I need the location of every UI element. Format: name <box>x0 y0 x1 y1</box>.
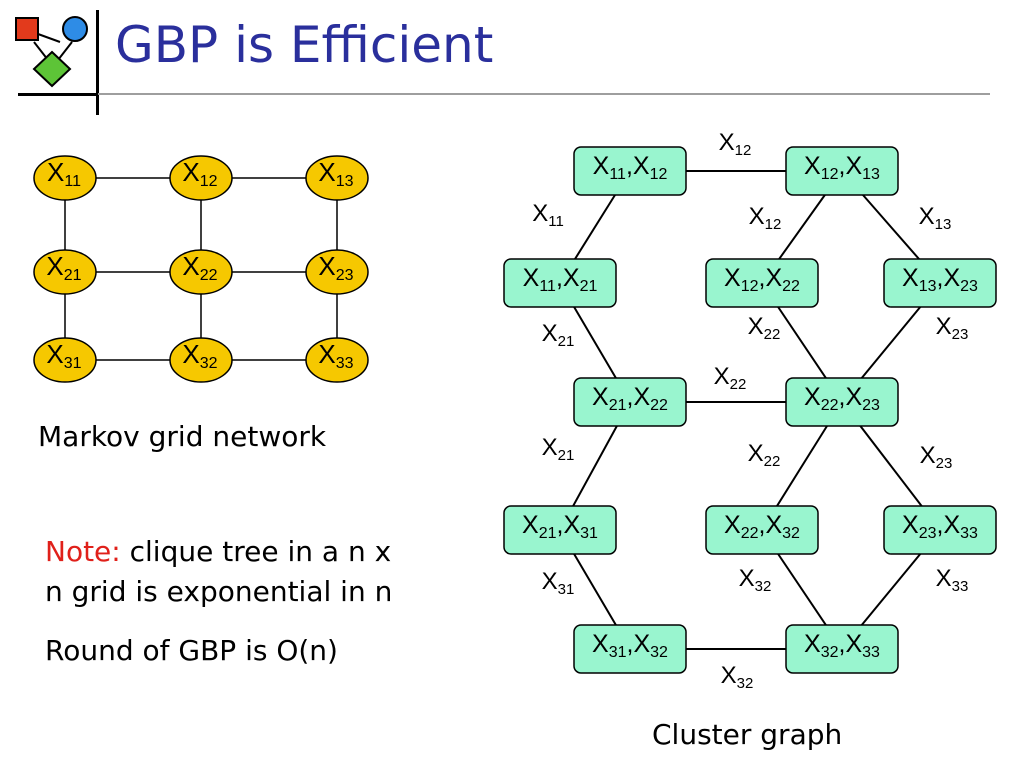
markov-caption: Markov grid network <box>38 420 327 453</box>
markov-node-label-x22: X22 <box>182 251 217 284</box>
cluster-caption: Cluster graph <box>652 718 843 751</box>
separator-label-c2122-c2131: X21 <box>542 434 575 464</box>
logo-icon <box>15 16 88 88</box>
cluster-node-label-c2122: X21,X22 <box>592 383 668 415</box>
note-line-2: n grid is exponential in n <box>45 575 393 608</box>
cluster-node-label-c1121: X11,X21 <box>523 264 598 296</box>
markov-node-label-x11: X11 <box>47 157 81 190</box>
separator-label-c1323-c2223: X23 <box>936 313 969 343</box>
cluster-node-c2131: X21,X31 <box>503 505 617 555</box>
markov-node-label-x21: X21 <box>46 251 81 284</box>
title-underline <box>18 93 990 95</box>
cluster-node-label-c2232: X22,X32 <box>724 511 800 543</box>
markov-node-label-x32: X32 <box>182 339 217 372</box>
markov-node-x23: X23 <box>305 249 369 295</box>
diamond-icon <box>32 50 72 88</box>
cluster-node-c2333: X23,X33 <box>883 505 997 555</box>
separator-label-c1213-c1323: X13 <box>919 203 952 233</box>
circle-icon <box>62 16 88 42</box>
markov-node-x13: X13 <box>305 155 369 201</box>
cluster-node-label-c3132: X31,X32 <box>592 630 668 662</box>
markov-node-label-x12: X12 <box>182 157 217 190</box>
markov-node-label-x13: X13 <box>318 157 353 190</box>
cluster-node-c1222: X12,X22 <box>705 258 819 308</box>
separator-label-c1112-c1121: X11 <box>532 200 564 230</box>
separator-label-c1121-c2122: X21 <box>542 320 575 350</box>
square-icon <box>15 17 39 41</box>
note-label: Note: <box>45 535 121 568</box>
cluster-node-label-c3233: X32,X33 <box>804 630 880 662</box>
markov-node-x21: X21 <box>33 249 97 295</box>
markov-node-x11: X11 <box>33 155 97 201</box>
separator-label-c1222-c2223: X22 <box>748 313 781 343</box>
markov-node-x33: X33 <box>305 337 369 383</box>
separator-label-c2122-c2223: X22 <box>714 363 747 393</box>
markov-node-label-x31: X31 <box>46 339 81 372</box>
markov-node-x12: X12 <box>169 155 233 201</box>
separator-label-c3132-c3233: X32 <box>721 662 754 692</box>
cluster-node-label-c1323: X13,X23 <box>902 264 978 296</box>
cluster-node-label-c2333: X23,X33 <box>902 511 978 543</box>
cluster-node-c3132: X31,X32 <box>573 624 687 674</box>
separator-label-c1112-c1213: X12 <box>719 129 752 159</box>
separator-label-c2223-c2333: X23 <box>920 442 953 472</box>
markov-node-x32: X32 <box>169 337 233 383</box>
markov-node-label-x33: X33 <box>318 339 353 372</box>
round-text: Round of GBP is O(n) <box>45 634 338 667</box>
cluster-node-c2122: X21,X22 <box>573 377 687 427</box>
note-line-1: clique tree in a n x <box>129 535 392 568</box>
separator-label-c2131-c3132: X31 <box>542 568 575 598</box>
cluster-node-c2232: X22,X32 <box>705 505 819 555</box>
note-text: Note: clique tree in a n x n grid is exp… <box>45 532 392 612</box>
markov-node-x22: X22 <box>169 249 233 295</box>
cluster-node-c1121: X11,X21 <box>503 258 617 308</box>
cluster-node-c1213: X12,X13 <box>785 146 899 196</box>
separator-label-c1213-c1222: X12 <box>749 203 782 233</box>
cluster-node-label-c2131: X21,X31 <box>522 511 598 543</box>
separator-label-c2232-c3233: X32 <box>739 565 772 595</box>
title-divider-vertical <box>96 10 99 115</box>
cluster-node-c1112: X11,X12 <box>573 146 687 196</box>
cluster-node-c1323: X13,X23 <box>883 258 997 308</box>
cluster-node-label-c2223: X22,X23 <box>804 383 880 415</box>
cluster-node-label-c1112: X11,X12 <box>593 152 668 184</box>
markov-node-x31: X31 <box>33 337 97 383</box>
cluster-node-c3233: X32,X33 <box>785 624 899 674</box>
markov-node-label-x23: X23 <box>318 251 353 284</box>
separator-label-c2333-c3233: X33 <box>936 565 969 595</box>
cluster-node-label-c1222: X12,X22 <box>724 264 800 296</box>
page-title: GBP is Efficient <box>115 16 494 74</box>
cluster-node-c2223: X22,X23 <box>785 377 899 427</box>
separator-label-c2223-c2232: X22 <box>748 440 781 470</box>
cluster-node-label-c1213: X12,X13 <box>804 152 880 184</box>
title-underline-accent <box>18 93 98 96</box>
